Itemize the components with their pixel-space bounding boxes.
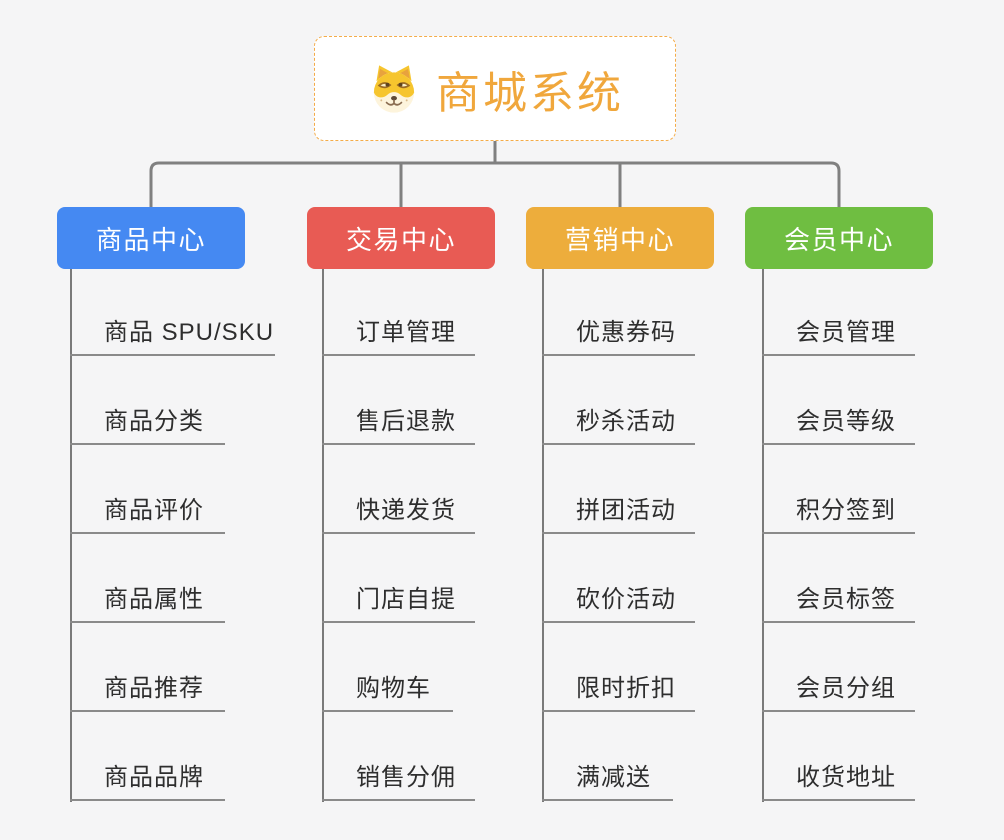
leaf-node[interactable]: 收货地址 (762, 753, 915, 801)
leaf-node[interactable]: 会员等级 (762, 397, 915, 445)
leaf-label: 商品分类 (104, 408, 204, 435)
leaf-label: 满减送 (576, 764, 651, 791)
leaf-label: 会员管理 (796, 319, 896, 346)
leaf-label: 积分签到 (796, 497, 896, 524)
root-node[interactable]: 商城系统 (314, 36, 676, 141)
branch-trunk-line (70, 269, 72, 802)
leaf-node[interactable]: 满减送 (542, 753, 673, 801)
leaf-label: 售后退款 (356, 408, 456, 435)
leaf-label: 商品品牌 (104, 764, 204, 791)
leaf-label: 门店自提 (356, 586, 456, 613)
leaf-node[interactable]: 商品分类 (70, 397, 225, 445)
leaf-node[interactable]: 会员管理 (762, 308, 915, 356)
leaf-label: 收货地址 (796, 764, 896, 791)
branch-node-marketing-center[interactable]: 营销中心 (526, 207, 714, 269)
leaf-label: 订单管理 (356, 319, 456, 346)
leaf-node[interactable]: 商品评价 (70, 486, 225, 534)
leaf-label: 会员标签 (796, 586, 896, 613)
leaf-node[interactable]: 限时折扣 (542, 664, 695, 712)
leaf-node[interactable]: 积分签到 (762, 486, 915, 534)
branch-trunk-line (762, 269, 764, 802)
leaf-node[interactable]: 商品推荐 (70, 664, 225, 712)
root-title: 商城系统 (436, 68, 624, 118)
leaf-node[interactable]: 拼团活动 (542, 486, 695, 534)
branch-node-member-center[interactable]: 会员中心 (745, 207, 933, 269)
leaf-label: 拼团活动 (576, 497, 676, 524)
leaf-label: 会员分组 (796, 675, 896, 702)
leaf-label: 商品评价 (104, 497, 204, 524)
leaf-node[interactable]: 订单管理 (322, 308, 475, 356)
leaf-node[interactable]: 秒杀活动 (542, 397, 695, 445)
leaf-label: 商品推荐 (104, 675, 204, 702)
branch-trunk-line (542, 269, 544, 802)
leaf-label: 限时折扣 (576, 675, 676, 702)
branch-node-product-center[interactable]: 商品中心 (57, 207, 245, 269)
leaf-label: 购物车 (356, 675, 431, 702)
bus-line (149, 161, 841, 207)
leaf-node[interactable]: 门店自提 (322, 575, 475, 623)
leaf-node[interactable]: 购物车 (322, 664, 453, 712)
leaf-node[interactable]: 快递发货 (322, 486, 475, 534)
leaf-node[interactable]: 商品 SPU/SKU (70, 308, 275, 356)
leaf-node[interactable]: 会员分组 (762, 664, 915, 712)
leaf-label: 砍价活动 (576, 586, 676, 613)
leaf-label: 会员等级 (796, 408, 896, 435)
leaf-node[interactable]: 销售分佣 (322, 753, 475, 801)
leaf-node[interactable]: 售后退款 (322, 397, 475, 445)
branch-trunk-line (322, 269, 324, 802)
leaf-label: 商品 SPU/SKU (104, 319, 275, 346)
leaf-node[interactable]: 砍价活动 (542, 575, 695, 623)
leaf-node[interactable]: 优惠券码 (542, 308, 695, 356)
branch-node-trade-center[interactable]: 交易中心 (307, 207, 495, 269)
leaf-label: 优惠券码 (576, 319, 676, 346)
leaf-node[interactable]: 商品属性 (70, 575, 225, 623)
shiba-dog-icon (366, 61, 422, 117)
leaf-node[interactable]: 会员标签 (762, 575, 915, 623)
leaf-label: 销售分佣 (356, 764, 456, 791)
leaf-label: 秒杀活动 (576, 408, 676, 435)
leaf-label: 快递发货 (356, 497, 456, 524)
leaf-node[interactable]: 商品品牌 (70, 753, 225, 801)
leaf-label: 商品属性 (104, 586, 204, 613)
